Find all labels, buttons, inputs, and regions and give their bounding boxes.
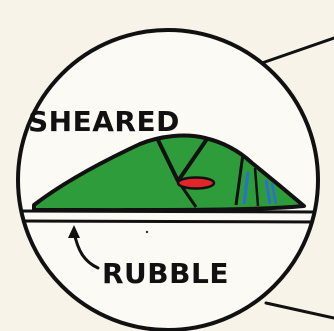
red-lens <box>178 178 214 189</box>
speck <box>146 231 148 233</box>
magnifier-line-bottom <box>266 303 334 318</box>
ground-line-bottom <box>20 221 320 222</box>
label-rubble: RUBBLE <box>102 257 229 290</box>
label-sheared: SHEARED <box>28 105 180 138</box>
magnifier-line-top <box>262 38 334 63</box>
ground-line-top <box>20 211 320 212</box>
